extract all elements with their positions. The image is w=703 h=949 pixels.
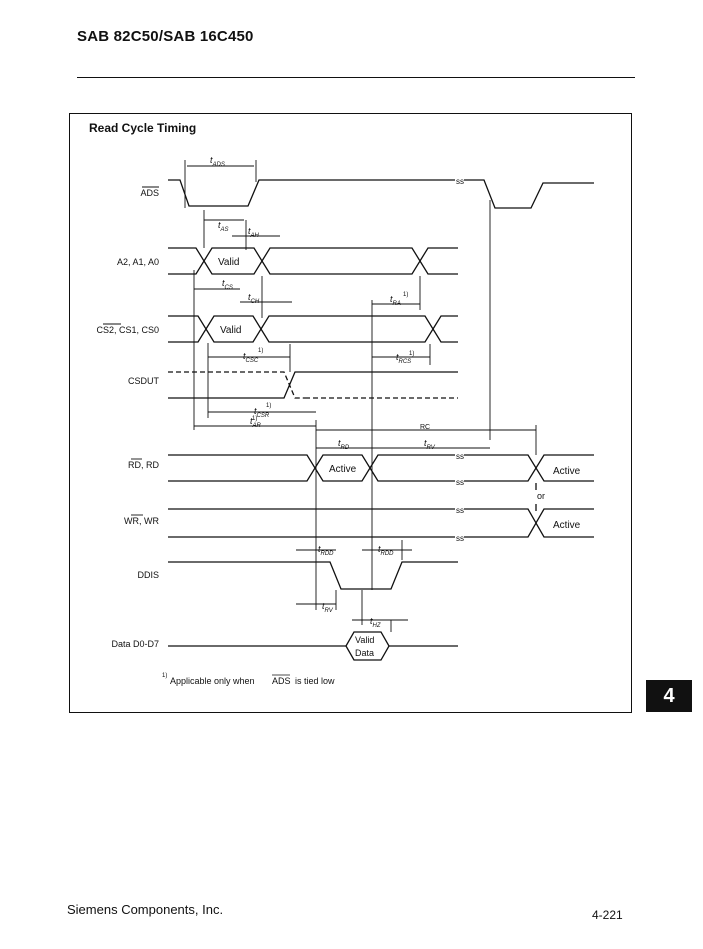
svg-text:tHZ: tHZ	[370, 616, 381, 629]
data-waveform: Valid Data	[168, 631, 458, 661]
signal-label-cs: CS2, CS1, CS0	[96, 325, 159, 335]
svg-text:RC: RC	[420, 424, 430, 431]
svg-text:tRCS: tRCS	[396, 352, 411, 365]
signal-label-csdut: CSDUT	[128, 376, 160, 386]
svg-text:Applicable only when: Applicable only when	[170, 676, 255, 686]
cs-waveform: Valid	[168, 315, 458, 343]
address-waveform: Valid	[168, 247, 458, 275]
signal-label-ads: ADS	[140, 188, 159, 198]
dimension-lines	[187, 165, 536, 621]
page-header: SAB 82C50/SAB 16C450	[77, 28, 254, 45]
svg-text:tAR: tAR	[250, 416, 262, 429]
signal-label-wr: WR, WR	[124, 516, 159, 526]
figure-title: Read Cycle Timing	[89, 121, 197, 135]
footer-company: Siemens Components, Inc.	[67, 902, 224, 917]
data-valid-label: Valid	[355, 635, 374, 645]
svg-text:tCSR: tCSR	[254, 406, 270, 419]
svg-text:tAH: tAH	[248, 226, 260, 239]
footnote-marks: 1) 1) 1) 1) 1)	[252, 292, 414, 422]
svg-text:or: or	[537, 491, 545, 501]
ads-waveform: ss	[168, 177, 594, 209]
svg-text:1): 1)	[162, 673, 167, 679]
svg-text:tCS: tCS	[222, 278, 233, 291]
signal-label-data: Data D0-D7	[111, 639, 159, 649]
cs-valid-label: Valid	[220, 325, 242, 336]
figure-frame	[69, 113, 632, 713]
svg-text:is tied low: is tied low	[295, 676, 335, 686]
svg-text:tRV: tRV	[322, 601, 334, 614]
rd-active-label: Active	[329, 464, 357, 475]
address-valid-label: Valid	[218, 257, 240, 268]
svg-text:ss: ss	[456, 478, 464, 487]
header-rule	[77, 77, 635, 78]
svg-text:tAS: tAS	[218, 220, 229, 233]
svg-text:ss: ss	[456, 534, 464, 543]
svg-text:ADS: ADS	[272, 676, 291, 686]
svg-text:tCSC: tCSC	[243, 351, 259, 364]
footnote: 1) Applicable only when ADS is tied low	[162, 673, 335, 686]
svg-text:ss: ss	[456, 452, 464, 461]
svg-text:tRDD: tRDD	[318, 544, 334, 557]
svg-text:ss: ss	[456, 177, 464, 186]
svg-text:1): 1)	[258, 348, 263, 354]
reference-lines	[184, 160, 537, 632]
svg-text:tRV: tRV	[424, 438, 436, 451]
rd-active-label-2: Active	[553, 466, 581, 477]
svg-text:ss: ss	[456, 506, 464, 515]
page-section-tab: 4	[646, 680, 692, 712]
csdut-waveform	[168, 371, 458, 399]
svg-text:tCH: tCH	[248, 292, 260, 305]
svg-text:1): 1)	[409, 351, 414, 357]
signal-label-address: A2, A1, A0	[117, 257, 159, 267]
svg-text:1): 1)	[252, 416, 257, 422]
wr-active-label: Active	[553, 520, 581, 531]
rd-waveform: ss ss Active Active	[168, 452, 594, 487]
svg-text:tADS: tADS	[210, 155, 225, 168]
wr-waveform: ss ss Active	[168, 506, 594, 543]
data-data-label: Data	[355, 648, 374, 658]
timing-labels: tADS tAS tAH tCS tCH tRA tCSC tRCS tCSR …	[210, 155, 436, 629]
signal-label-ddis: DDIS	[137, 570, 159, 580]
svg-text:tRDD: tRDD	[378, 544, 394, 557]
svg-text:tRD: tRD	[338, 438, 350, 451]
ddis-waveform	[168, 561, 458, 590]
label-overbars	[103, 186, 159, 516]
signal-label-rd: RD, RD	[128, 460, 159, 470]
svg-text:1): 1)	[266, 403, 271, 409]
svg-text:tRA: tRA	[390, 294, 401, 307]
footer-page-number: 4-221	[592, 908, 623, 922]
svg-text:1): 1)	[403, 292, 408, 298]
or-separator: or	[535, 483, 545, 511]
